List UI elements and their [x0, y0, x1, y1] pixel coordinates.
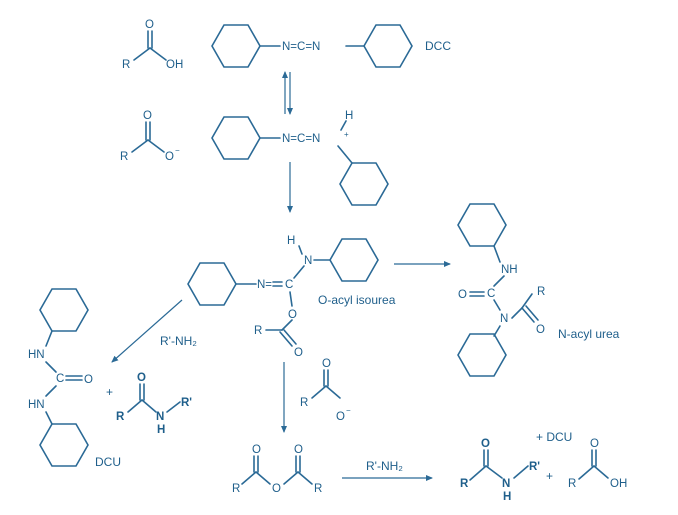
dcc-carbodiimide: N=C=N [282, 41, 320, 53]
amide1-r: R [116, 411, 125, 423]
amide1-h: H [157, 424, 165, 436]
carboxylate-o-minus: O [165, 151, 174, 163]
nacyl-o: O [458, 289, 467, 301]
anhydride-o-right: O [294, 444, 303, 456]
amide2-r: R [460, 478, 469, 490]
dcc-cyclohexane-left [211, 24, 261, 68]
dcu-molecule: HN C O HN DCU [28, 288, 121, 469]
anhydride-o-left: O [252, 444, 261, 456]
carboxylate2-o: O [322, 358, 331, 370]
acid2-oh: OH [610, 478, 627, 490]
nacyl-nh: NH [501, 264, 518, 276]
arrow-to-amide-path-1 [111, 299, 183, 363]
nacyl-cyclohexane-bottom [457, 333, 507, 377]
carboxylic-acid-byproduct: R O OH [568, 438, 627, 490]
isourea-n-eq: N= [257, 279, 272, 291]
amide1-n: N [156, 411, 164, 423]
acid2-r: R [568, 478, 576, 490]
pdcc-cyclohexane-left [211, 116, 261, 160]
isourea-h: H [287, 235, 295, 247]
carboxylic-acid: O R OH [122, 19, 183, 71]
amine-reagent-1: R'-NH₂ [160, 334, 197, 348]
plus-dcu-label: + DCU [536, 430, 572, 444]
anhydride-r-right: R [314, 483, 322, 495]
n-acyl-urea: NH C O N R O N-acyl urea [457, 203, 620, 377]
carboxylate-minus: − [175, 146, 180, 155]
dcu-cyclohexane-bottom [39, 423, 89, 467]
amide2-n: N [502, 478, 510, 490]
anhydride-r-left: R [232, 483, 240, 495]
isourea-c: C [285, 279, 293, 291]
isourea-cyclohexane-left [187, 262, 237, 306]
amide1-o: O [137, 372, 146, 384]
dcu-c: C [56, 373, 64, 385]
amide-product-1: O R N H R' [116, 372, 192, 436]
dcu-label: DCU [95, 455, 121, 469]
amide2-o: O [481, 438, 490, 450]
nacyl-carbonyl-o: O [536, 324, 545, 336]
pdcc-carbodiimide: N=C=N [282, 133, 320, 145]
carboxylate-anion: O R O − [120, 110, 180, 163]
pdcc-cyclohexane-bottom [339, 162, 389, 206]
dcu-cyclohexane-top [39, 288, 89, 332]
pdcc-h: H [345, 110, 353, 122]
carboxylate-o: O [143, 110, 152, 122]
amide2-h: H [503, 491, 511, 503]
nacyl-r: R [537, 286, 545, 298]
carboxylate2-minus: − [346, 406, 351, 415]
acid2-o: O [590, 438, 599, 450]
acid-o: O [145, 19, 154, 31]
o-acyl-isourea: N= C N H O R O O-acyl isourea [187, 235, 396, 359]
carboxylate-r: R [120, 151, 128, 163]
dcc-label: DCC [425, 39, 451, 53]
pdcc-plus: + [344, 130, 349, 139]
isourea-o: O [288, 309, 297, 321]
isourea-r: R [254, 325, 262, 337]
nacyl-c: C [487, 288, 495, 300]
isourea-cyclohexane-right [329, 238, 379, 282]
amide-product-2: R O N H R' [460, 438, 540, 503]
amide2-r-prime: R' [529, 461, 540, 473]
nacyl-n: N [500, 313, 508, 325]
carboxylate-anion-2: O R O − [300, 358, 351, 423]
plus-sign-2: + [546, 469, 553, 483]
o-acyl-isourea-label: O-acyl isourea [318, 293, 396, 307]
nacyl-cyclohexane-top [457, 203, 507, 247]
anhydride: R O O O R [232, 444, 322, 495]
isourea-carbonyl-o: O [294, 347, 303, 359]
dcu-hn-top: HN [28, 349, 45, 361]
isourea-n: N [304, 255, 312, 267]
acid-r: R [122, 59, 130, 71]
carboxylate2-r: R [300, 397, 308, 409]
dcc-cyclohexane-right [363, 24, 413, 68]
acid-oh: OH [166, 59, 183, 71]
dcu-hn-bottom: HN [28, 399, 45, 411]
amide1-r-prime: R' [181, 397, 192, 409]
dcu-o: O [84, 374, 93, 386]
carboxylate2-o-minus: O [336, 411, 345, 423]
protonated-dcc: N=C=N + H [211, 110, 389, 206]
n-acyl-urea-label: N-acyl urea [558, 327, 620, 341]
anhydride-o-bridge: O [272, 483, 281, 495]
dcc-molecule: N=C=N DCC [211, 24, 451, 68]
amine-reagent-2: R'-NH₂ [366, 459, 403, 473]
plus-sign-1: + [106, 385, 113, 399]
